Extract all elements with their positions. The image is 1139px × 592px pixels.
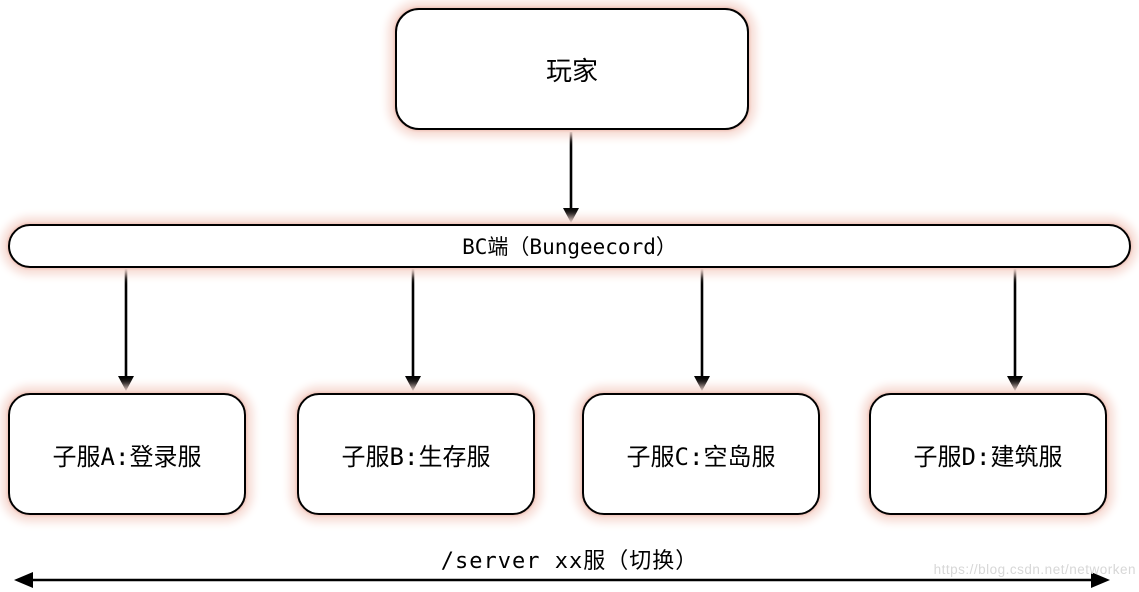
- sub-server-b-node: 子服B:生存服: [297, 393, 535, 515]
- sub-server-c-label: 子服C:空岛服: [626, 442, 776, 471]
- arrow-player-to-bc: [563, 132, 579, 223]
- arrow-bc-to-sub-c: [694, 269, 710, 391]
- player-node-label: 玩家: [545, 56, 598, 87]
- bungeecord-node: BC端（Bungeecord）: [8, 224, 1131, 268]
- arrow-bc-to-sub-a: [118, 269, 134, 391]
- sub-server-c-node: 子服C:空岛服: [582, 393, 820, 515]
- player-node: 玩家: [395, 8, 749, 130]
- sub-server-a-label: 子服A:登录服: [52, 442, 202, 471]
- arrow-bc-to-sub-d: [1007, 269, 1023, 391]
- arrow-bc-to-sub-b: [405, 269, 421, 391]
- sub-server-b-label: 子服B:生存服: [341, 442, 491, 471]
- sub-server-d-node: 子服D:建筑服: [869, 393, 1107, 515]
- switch-command-label: /server xx服（切换）: [440, 549, 699, 574]
- bungeecord-node-label: BC端（Bungeecord）: [462, 235, 677, 259]
- sub-server-a-node: 子服A:登录服: [8, 393, 246, 515]
- watermark-text: https://blog.csdn.net/networken: [933, 562, 1136, 577]
- sub-server-d-label: 子服D:建筑服: [913, 442, 1063, 471]
